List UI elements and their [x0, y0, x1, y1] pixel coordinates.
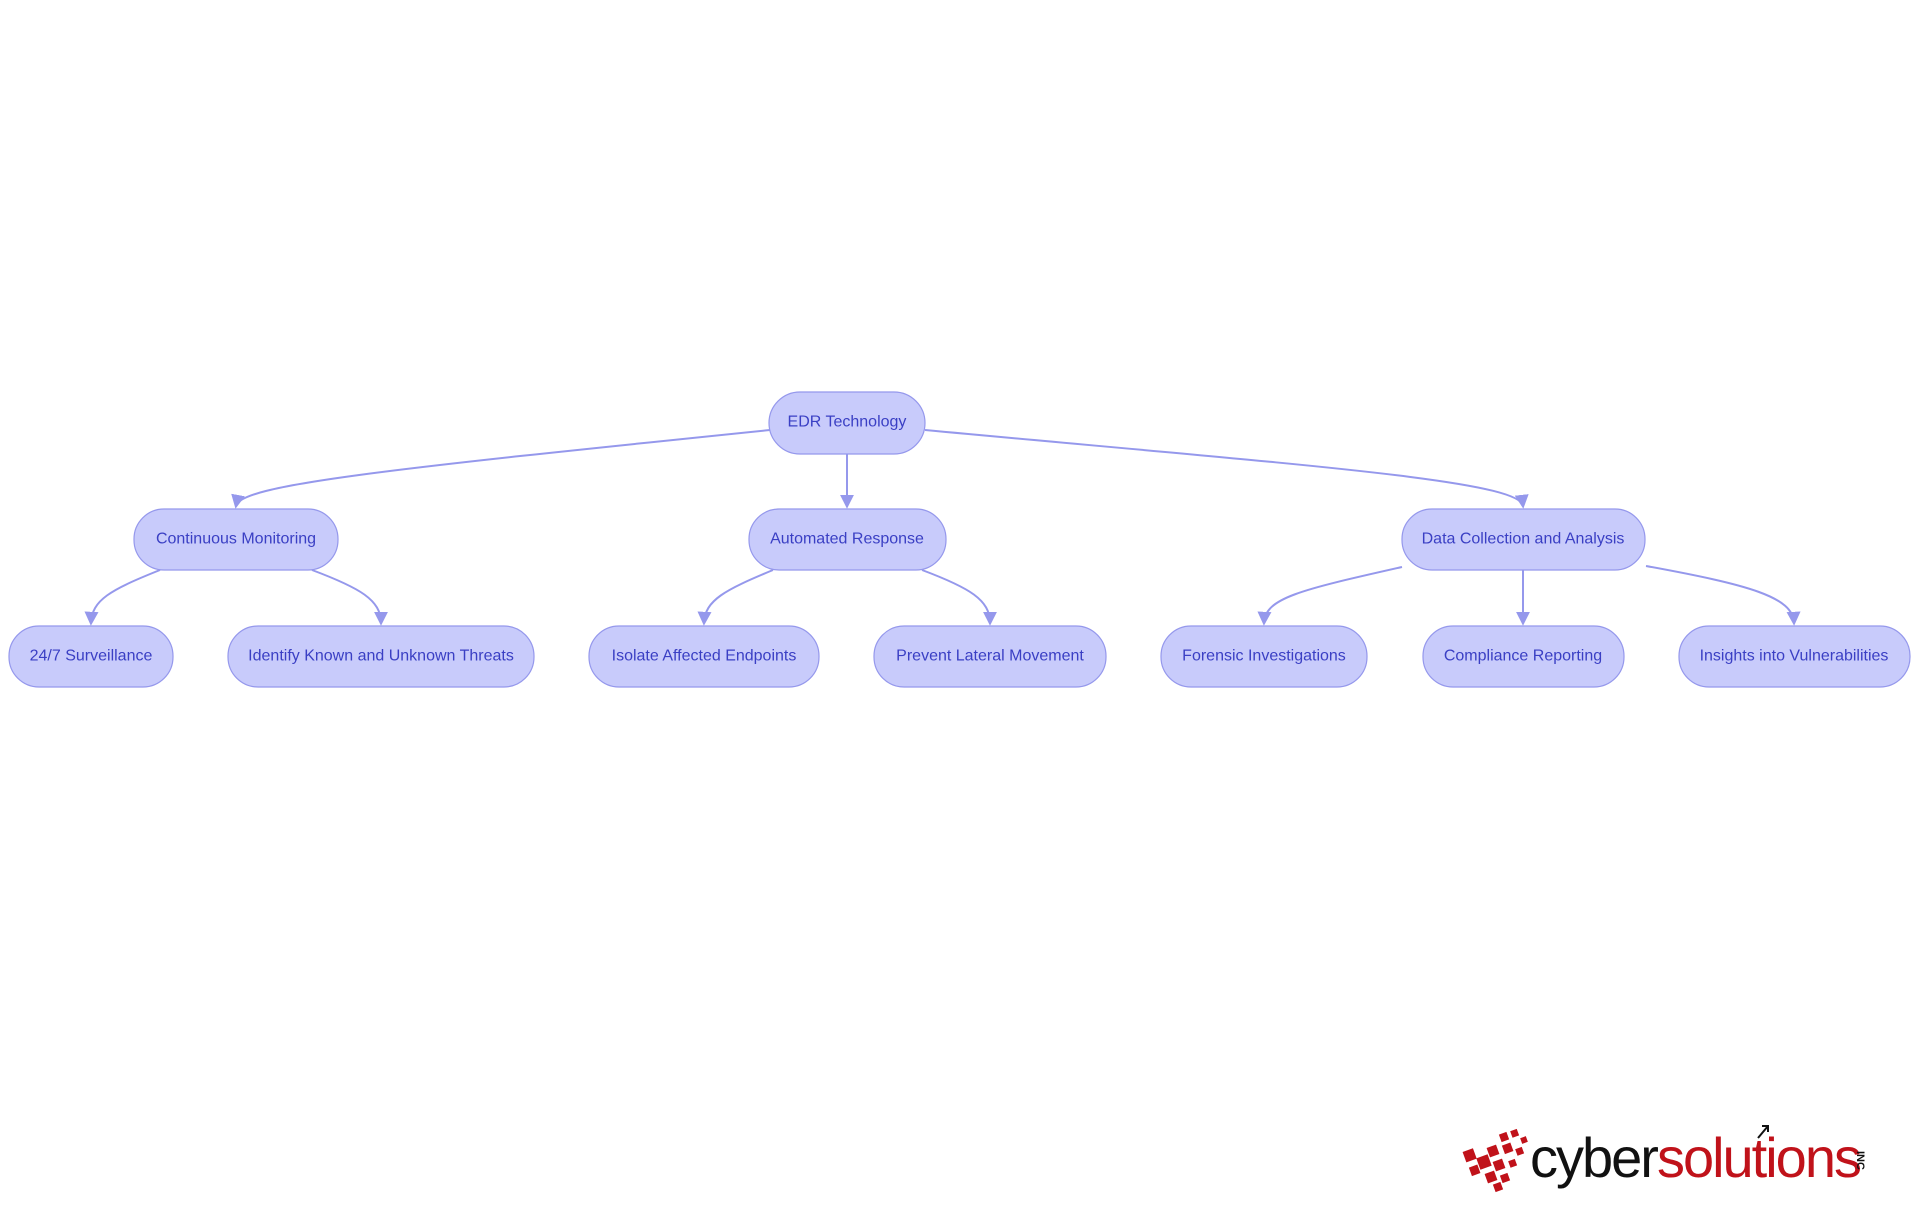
- logo-inc: INC: [1854, 1151, 1866, 1170]
- node-label: Identify Known and Unknown Threats: [248, 648, 514, 665]
- node-continuous-monitoring: Continuous Monitoring: [133, 508, 339, 571]
- node-label: Continuous Monitoring: [156, 531, 316, 548]
- edge-data-to-forensic: [1257, 566, 1403, 626]
- node-insights-into-vulnerabilities: Insights into Vulnerabilities: [1678, 625, 1911, 688]
- logo-word-solutions: solutions: [1657, 1126, 1860, 1189]
- node-automated-response: Automated Response: [748, 508, 947, 571]
- node-label: 24/7 Surveillance: [30, 648, 153, 665]
- logo-word-cyber: cyber: [1530, 1126, 1658, 1189]
- node-forensic-investigations: Forensic Investigations: [1160, 625, 1368, 688]
- edge-data-to-insights: [1645, 565, 1801, 626]
- node-label: Data Collection and Analysis: [1422, 531, 1625, 548]
- svg-text:cybersolutions: cybersolutions: [1530, 1126, 1860, 1189]
- cybersolutions-logo: cybersolutions INC: [1462, 1125, 1866, 1193]
- node-label: Automated Response: [770, 531, 924, 548]
- logo-mark-icon: [1462, 1128, 1528, 1193]
- node-label: Compliance Reporting: [1444, 648, 1602, 665]
- node-data-collection-and-analysis: Data Collection and Analysis: [1401, 508, 1646, 571]
- edge-response-to-isolate: [697, 569, 774, 626]
- edges: [84, 429, 1801, 626]
- node-prevent-lateral-movement: Prevent Lateral Movement: [873, 625, 1107, 688]
- logo-arrow-icon: [1757, 1125, 1769, 1139]
- node-label: Isolate Affected Endpoints: [612, 648, 797, 665]
- node-24-7-surveillance: 24/7 Surveillance: [8, 625, 174, 688]
- node-label: Insights into Vulnerabilities: [1700, 648, 1889, 665]
- node-label: EDR Technology: [788, 414, 907, 431]
- node-compliance-reporting: Compliance Reporting: [1422, 625, 1625, 688]
- nodes: EDR Technology Continuous Monitoring Aut…: [8, 391, 1911, 688]
- edge-root-to-continuous-monitoring: [231, 429, 771, 509]
- node-label: Prevent Lateral Movement: [896, 648, 1084, 665]
- node-isolate-affected-endpoints: Isolate Affected Endpoints: [588, 625, 820, 688]
- edge-monitoring-to-surveillance: [84, 569, 161, 626]
- edge-monitoring-to-identify-threats: [311, 569, 388, 626]
- node-identify-known-and-unknown-threats: Identify Known and Unknown Threats: [227, 625, 535, 688]
- edge-response-to-prevent-lateral: [921, 569, 997, 626]
- node-label: Forensic Investigations: [1182, 648, 1346, 665]
- edge-root-to-data-collection: [924, 429, 1529, 509]
- node-edr-technology: EDR Technology: [768, 391, 926, 455]
